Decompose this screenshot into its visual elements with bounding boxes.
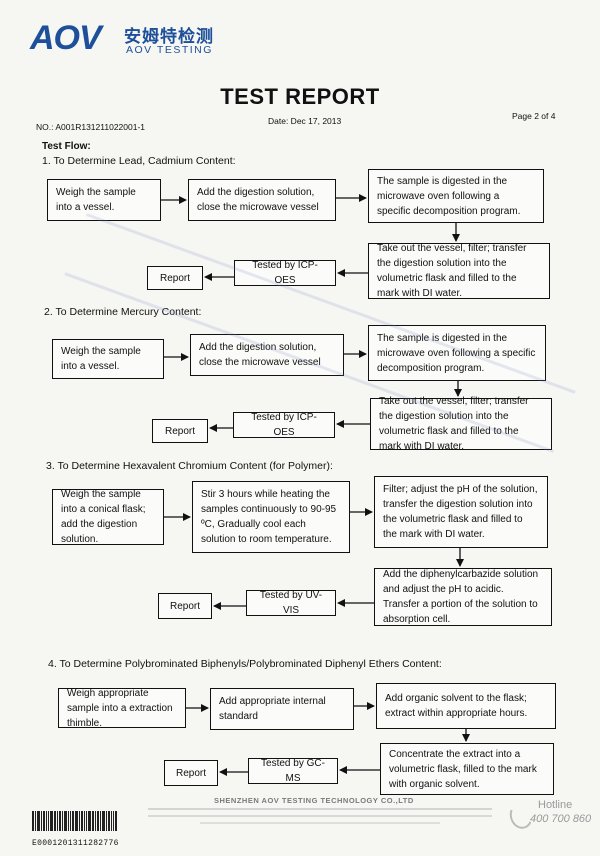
company-logo: AOV 安姆特检测 AOV TESTING bbox=[30, 20, 230, 60]
report-date: Date: Dec 17, 2013 bbox=[268, 116, 342, 126]
flow-step: Weigh the sample into a conical flask; a… bbox=[52, 489, 164, 545]
flow-step: Stir 3 hours while heating the samples c… bbox=[192, 481, 350, 553]
flow-step: Tested by ICP-OES bbox=[234, 260, 336, 286]
report-number: NO.: A001R131211022001-1 bbox=[36, 122, 146, 132]
flow-step-report: Report bbox=[147, 266, 203, 290]
flow-step: Tested by UV-VIS bbox=[246, 590, 336, 616]
flow-step: Tested by GC-MS bbox=[248, 758, 338, 784]
flow-step: Add appropriate internal standard bbox=[210, 688, 354, 730]
flow-step: Weigh the sample into a vessel. bbox=[47, 179, 161, 221]
barcode-text: E0001201311282776 bbox=[32, 839, 119, 848]
flow-step: Weigh appropriate sample into a extracti… bbox=[58, 688, 186, 729]
flow-step: Take out the vessel, filter; transfer th… bbox=[370, 396, 552, 452]
section-heading: 2. To Determine Mercury Content: bbox=[44, 306, 202, 318]
flow-step: Tested by ICP-OES bbox=[233, 412, 335, 438]
footer-address-lines bbox=[148, 808, 492, 824]
section-heading: 1. To Determine Lead, Cadmium Content: bbox=[42, 155, 236, 167]
flow-step: The sample is digested in the microwave … bbox=[368, 169, 544, 223]
flow-step: Filter; adjust the pH of the solution, t… bbox=[374, 476, 548, 548]
flow-step-report: Report bbox=[164, 760, 218, 786]
flow-step: Concentrate the extract into a volumetri… bbox=[380, 743, 554, 795]
hotline-label: Hotline bbox=[538, 799, 573, 811]
flow-step: Add the digestion solution, close the mi… bbox=[188, 179, 336, 221]
logo-cn-name: 安姆特检测 bbox=[124, 27, 214, 47]
test-flow-label: Test Flow: bbox=[42, 141, 91, 152]
logo-mark: AOV bbox=[30, 19, 102, 57]
page-number: Page 2 of 4 bbox=[512, 111, 556, 121]
hotline-number: 400 700 860 bbox=[530, 813, 592, 825]
flow-step-report: Report bbox=[158, 593, 212, 619]
flow-step: The sample is digested in the microwave … bbox=[368, 325, 546, 381]
flow-step: Weigh the sample into a vessel. bbox=[52, 339, 164, 379]
barcode-bars bbox=[32, 811, 119, 831]
flow-step: Take out the vessel, filter; transfer th… bbox=[368, 243, 550, 299]
barcode: E0001201311282776 bbox=[32, 811, 119, 848]
section-heading: 4. To Determine Polybrominated Biphenyls… bbox=[48, 658, 442, 670]
section-heading: 3. To Determine Hexavalent Chromium Cont… bbox=[46, 460, 333, 472]
flow-step: Add the diphenylcarbazide solution and a… bbox=[374, 568, 552, 626]
report-title: TEST REPORT bbox=[220, 84, 380, 109]
logo-en-name: AOV TESTING bbox=[126, 44, 213, 56]
flow-step: Add the digestion solution, close the mi… bbox=[190, 334, 344, 376]
footer-company: SHENZHEN AOV TESTING TECHNOLOGY CO.,LTD bbox=[214, 796, 414, 805]
flow-step: Add organic solvent to the flask; extrac… bbox=[376, 683, 556, 729]
flow-step-report: Report bbox=[152, 419, 208, 443]
